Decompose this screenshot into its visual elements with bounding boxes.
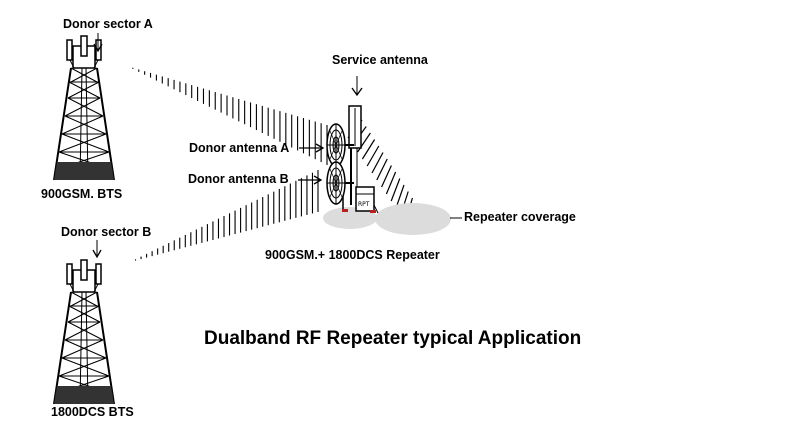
label-donor-sector-a: Donor sector A bbox=[63, 17, 153, 31]
arrow-donor-antenna-a bbox=[299, 143, 325, 153]
hatch-line bbox=[390, 178, 401, 202]
hatch-line bbox=[371, 152, 384, 174]
label-service-antenna: Service antenna bbox=[332, 53, 428, 67]
hatch-line bbox=[381, 165, 392, 188]
signal-beam-a bbox=[132, 67, 328, 165]
donor-antenna-b-dish bbox=[326, 161, 355, 205]
hatch-line bbox=[376, 158, 388, 181]
label-bts-1800: 1800DCS BTS bbox=[51, 405, 134, 419]
arrow-donor-antenna-b bbox=[298, 175, 323, 185]
diagram-caption: Dualband RF Repeater typical Application bbox=[204, 328, 582, 349]
arrow-donor-sector-a bbox=[93, 33, 103, 53]
coverage-area-left bbox=[323, 207, 377, 229]
label-repeater: 900GSM.+ 1800DCS Repeater bbox=[265, 248, 440, 262]
bts-900-tower bbox=[53, 35, 115, 181]
repeater-assembly: RPT bbox=[342, 105, 379, 214]
svg-text:RPT: RPT bbox=[358, 201, 370, 208]
label-repeater-coverage: Repeater coverage bbox=[464, 210, 576, 224]
signal-beam-b bbox=[134, 170, 319, 261]
hatch-line bbox=[361, 139, 376, 160]
arrow-service-antenna bbox=[351, 76, 363, 97]
label-donor-antenna-b: Donor antenna B bbox=[188, 172, 289, 186]
hatch-line bbox=[385, 171, 397, 195]
hatch-line bbox=[395, 184, 405, 209]
label-bts-900: 900GSM. BTS bbox=[41, 187, 123, 201]
label-donor-antenna-a: Donor antenna A bbox=[189, 141, 290, 155]
label-donor-sector-b: Donor sector B bbox=[61, 225, 152, 239]
hatch-line bbox=[366, 145, 380, 167]
bts-1800-tower bbox=[53, 259, 115, 405]
arrow-donor-sector-b bbox=[92, 240, 102, 259]
coverage-area-right bbox=[375, 203, 451, 235]
hatch-line bbox=[357, 132, 371, 153]
